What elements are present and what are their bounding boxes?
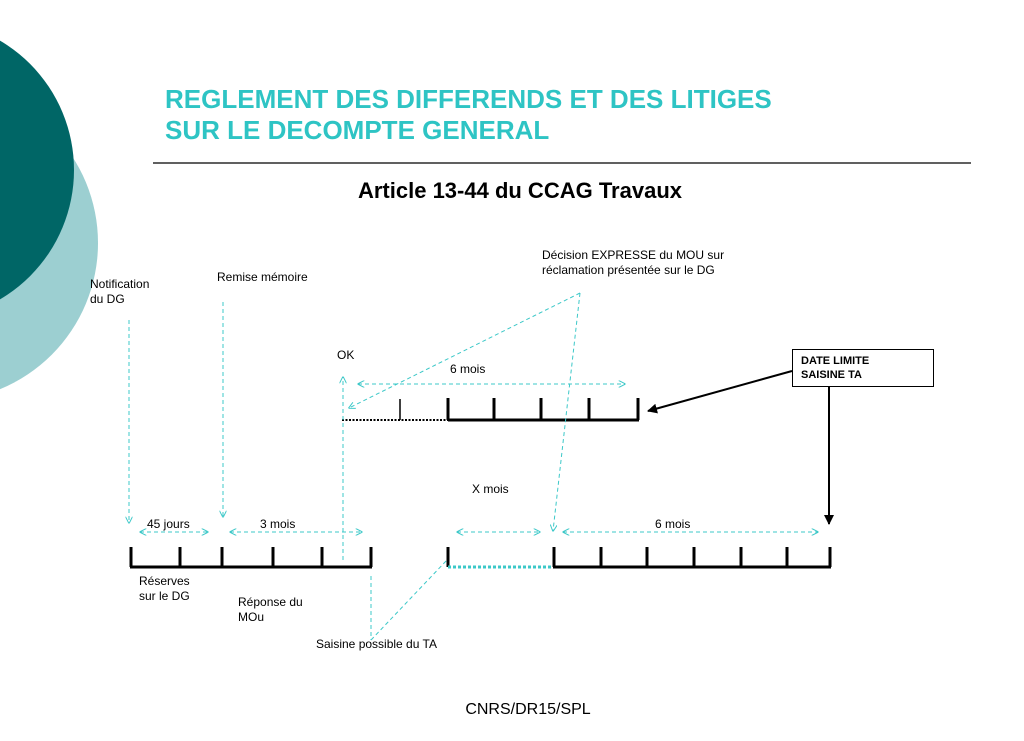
date-limite-line-2: SAISINE TA (801, 369, 862, 381)
date-limite-box: DATE LIMITE SAISINE TA (792, 349, 934, 387)
saisine-possible-label: Saisine possible du TA (316, 637, 437, 651)
ok-label: OK (337, 348, 355, 362)
decision-label-line-1: Décision EXPRESSE du MOU sur (542, 248, 725, 262)
six-mois-top-label: 6 mois (450, 362, 486, 376)
slide-footer: CNRS/DR15/SPL (465, 701, 591, 718)
reserves-label: Réserves sur le DG (139, 574, 190, 604)
decorative-circle-dark (0, 40, 74, 300)
reserves-label-line-1: Réserves (139, 574, 190, 588)
lower-timeline (129, 547, 832, 569)
quarante-cinq-jours-label: 45 jours (147, 517, 190, 531)
decision-to-upper-arrow (349, 292, 581, 408)
upper-timeline (342, 398, 640, 422)
decision-label: Décision EXPRESSE du MOU sur réclamation… (542, 248, 724, 278)
trois-mois-label: 3 mois (260, 517, 296, 531)
remise-memoire-label: Remise mémoire (217, 270, 308, 284)
decision-to-lower-arrow (553, 292, 581, 531)
date-limite-line-1: DATE LIMITE (801, 355, 870, 367)
dashed-connectors (129, 292, 818, 641)
six-mois-bottom-label: 6 mois (655, 517, 691, 531)
notification-label-line-1: Notification (90, 277, 150, 291)
slide-title-line-2: SUR LE DECOMPTE GENERAL (165, 115, 550, 145)
reponse-label-line-2: MOu (238, 610, 265, 624)
saisine-connector-diagonal (370, 559, 448, 641)
reponse-label-line-1: Réponse du (238, 595, 303, 609)
date-limite-to-upper-arrow (647, 370, 793, 414)
notification-label-line-2: du DG (90, 292, 125, 306)
slide-title-line-1: REGLEMENT DES DIFFERENDS ET DES LITIGES (165, 84, 772, 114)
slide-title: REGLEMENT DES DIFFERENDS ET DES LITIGES … (165, 84, 965, 146)
slide-subtitle: Article 13-44 du CCAG Travaux (357, 178, 682, 203)
notification-label: Notification du DG (90, 277, 149, 307)
decision-label-line-2: réclamation présentée sur le DG (542, 263, 715, 277)
x-mois-label: X mois (472, 482, 509, 496)
reponse-label: Réponse du MOu (238, 595, 303, 625)
reserves-label-line-2: sur le DG (139, 589, 190, 603)
